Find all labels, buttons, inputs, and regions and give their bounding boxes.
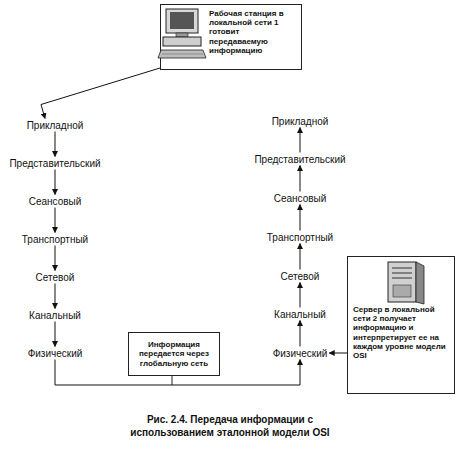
callout-box: Сервер в локальной сети 2 получает инфор…	[347, 256, 455, 394]
osi-layer: Сеансовый	[272, 192, 329, 205]
flow-arrow	[55, 170, 56, 195]
flow-arrow	[329, 353, 347, 354]
osi-layer: Транспортный	[265, 231, 335, 244]
layer-name: Сеансовый	[274, 193, 327, 204]
monitor	[166, 9, 198, 33]
osi-layer: Канальный	[272, 308, 328, 321]
layer-name: Прикладной	[272, 116, 329, 127]
flow-arrow	[55, 322, 56, 347]
flow-arrow	[55, 246, 56, 271]
server-panel	[393, 285, 411, 297]
osi-layer: Физический	[26, 347, 85, 360]
flow-arrow	[55, 132, 56, 157]
screen	[170, 12, 194, 29]
layer-name: Физический	[28, 348, 83, 359]
osi-layer: Канальный	[27, 309, 83, 322]
osi-layer: Транспортный	[20, 233, 90, 246]
callout-text: Информация передается через глобальную с…	[132, 340, 216, 368]
layer-name: Канальный	[274, 309, 326, 320]
keyboard	[158, 50, 206, 58]
leader-line	[172, 376, 173, 385]
osi-layer: Прикладной	[25, 119, 86, 132]
drive-bay	[392, 268, 412, 269]
flow-arrow	[300, 205, 301, 231]
layer-name: Представительский	[9, 158, 100, 169]
osi-layer: Сетевой	[279, 270, 322, 283]
figure-caption: Рис. 2.4. Передача информации с использо…	[120, 414, 340, 439]
layer-name: Сетевой	[281, 271, 320, 282]
osi-layer: Представительский	[252, 153, 347, 166]
monitor-stand	[176, 33, 188, 37]
flow-arrow	[300, 128, 301, 153]
layer-name: Канальный	[29, 310, 81, 321]
workstation-illustration	[158, 9, 206, 58]
callout-box: Рабочая станция в локальной сети 1 готов…	[160, 4, 302, 70]
osi-layer: Прикладной	[270, 115, 331, 128]
flow-arrow	[55, 284, 56, 309]
flow-arrow	[300, 321, 301, 347]
callout-text: Рабочая станция в локальной сети 1 готов…	[209, 9, 284, 55]
server-side	[416, 262, 424, 304]
layer-name: Сетевой	[36, 272, 75, 283]
server-illustration	[388, 262, 424, 304]
flow-arrow	[55, 208, 56, 233]
osi-layer: Сеансовый	[27, 195, 84, 208]
system-unit	[163, 37, 201, 46]
server-case	[388, 262, 416, 302]
keyboard-keys	[162, 54, 203, 55]
layer-name: Транспортный	[267, 232, 333, 243]
drive-bay	[392, 278, 412, 279]
layer-name: Физический	[273, 348, 328, 359]
drive-bay	[392, 273, 412, 274]
layer-name: Представительский	[254, 154, 345, 165]
callout-text: Сервер в локальной сети 2 получает инфор…	[353, 305, 446, 360]
flow-arrow	[300, 244, 301, 270]
osi-layer: Физический	[271, 347, 330, 360]
flow-arrow	[41, 68, 160, 119]
osi-layer: Представительский	[7, 157, 102, 170]
layer-name: Сеансовый	[29, 196, 82, 207]
layer-name: Прикладной	[27, 120, 84, 131]
layer-name: Транспортный	[22, 234, 88, 245]
osi-layer: Сетевой	[34, 271, 77, 284]
flow-arrow	[300, 166, 301, 192]
callout-box: Информация передается через глобальную с…	[128, 332, 220, 376]
flow-arrow	[300, 283, 301, 308]
